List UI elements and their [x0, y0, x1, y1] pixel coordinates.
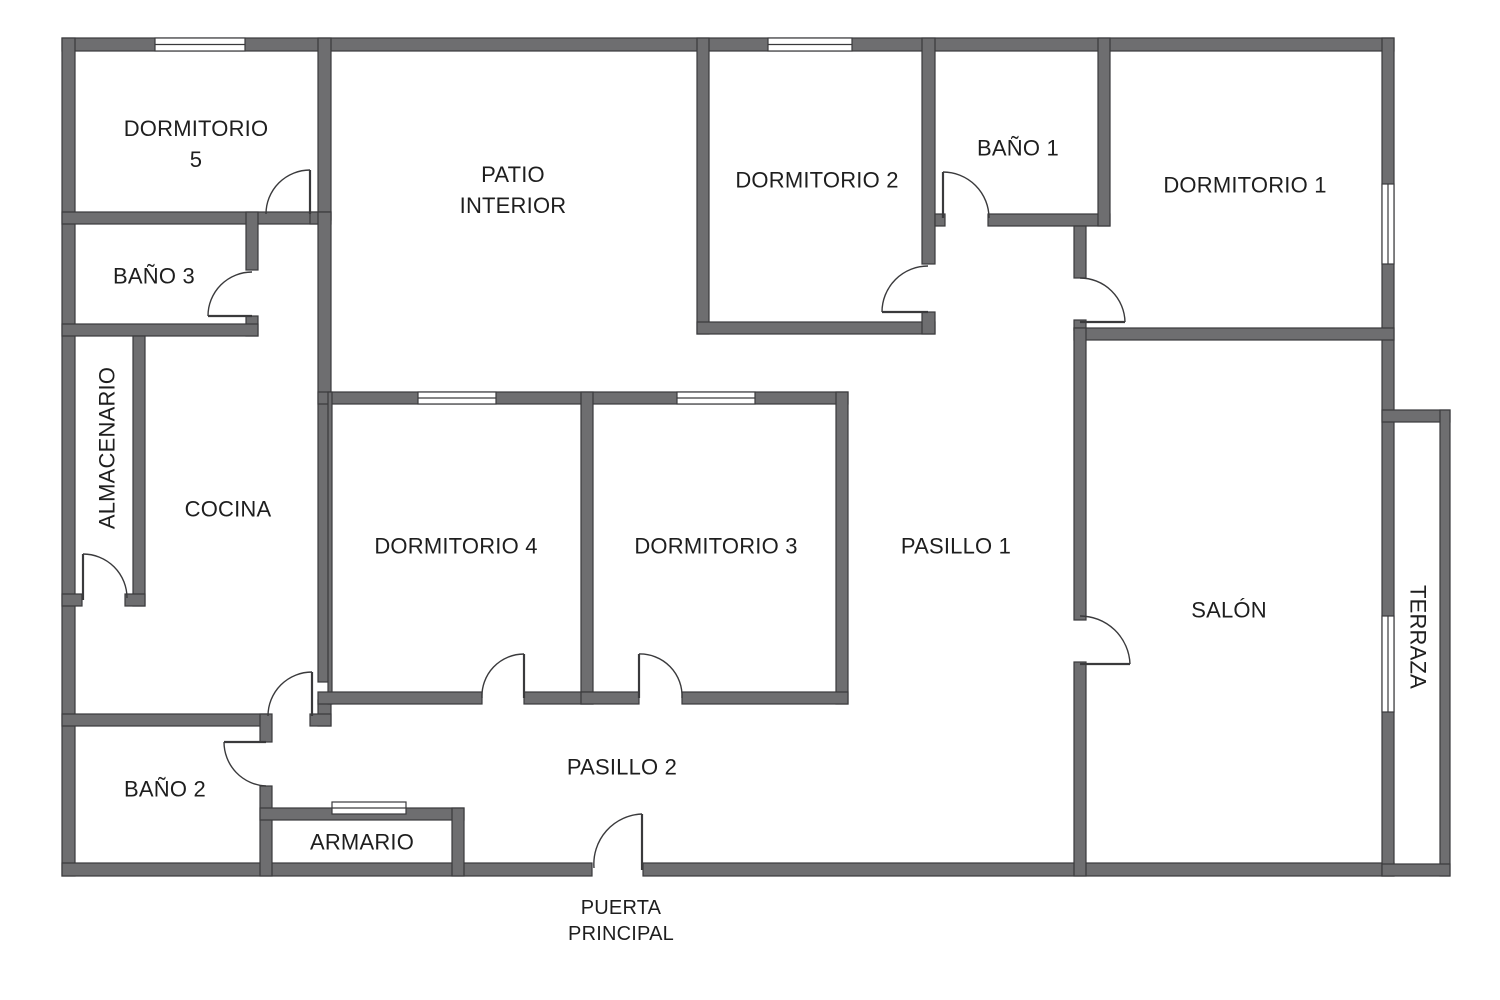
label-bano-1: BAÑO 1 — [977, 135, 1059, 161]
wall-armario-right — [451, 807, 465, 877]
door-main — [593, 813, 644, 870]
label-dormitorio-5: DORMITORIO 5 — [124, 113, 269, 175]
wall-almacenario-bottom-left — [61, 593, 83, 607]
wall-almacenario-bottom-stub — [124, 593, 146, 607]
label-pasillo-2: PASILLO 2 — [566, 754, 678, 780]
terraza-wall-right — [1439, 409, 1451, 877]
door-dorm4 — [481, 653, 526, 699]
wall-dorm2-right-bottom — [921, 311, 936, 335]
wall-salon-left-top — [1073, 327, 1087, 621]
label-dormitorio-5-line1: DORMITORIO — [123, 116, 269, 141]
wall-dorm3-right — [835, 391, 849, 705]
wall-almacenario-right — [132, 335, 146, 607]
label-terraza: TERRAZA — [1405, 584, 1431, 690]
door-dorm5 — [265, 169, 312, 215]
wall-bano1-left-stub — [934, 213, 946, 227]
wall-cocina-stub — [309, 713, 332, 727]
label-patio-line1: PATIO — [481, 162, 545, 187]
label-armario: ARMARIO — [309, 829, 415, 855]
doors — [81, 169, 1131, 870]
wall-dorm2-left — [696, 37, 710, 335]
wall-dorm3-bottom-left — [580, 691, 640, 705]
window-dorm1 — [1381, 183, 1395, 265]
terraza-wall-bottom — [1381, 863, 1451, 877]
wall-bano1-right — [1097, 37, 1111, 227]
door-dorm3 — [637, 653, 683, 699]
wall-bano3-bottom — [61, 323, 259, 337]
door-almacenario — [81, 553, 128, 600]
label-bano-3: BAÑO 3 — [113, 263, 195, 289]
door-salon — [1079, 615, 1131, 666]
outer-wall-bottom-right — [642, 862, 1395, 877]
window-dorm4 — [417, 391, 497, 405]
door-dorm1 — [1079, 277, 1126, 324]
label-salon: SALÓN — [1191, 597, 1267, 623]
wall-dorm1-left — [1073, 225, 1087, 279]
label-puerta-line2: PRINCIPAL — [568, 923, 674, 945]
window-dorm3 — [676, 391, 756, 405]
label-cocina: COCINA — [184, 496, 272, 522]
wall-bano1-bottom — [987, 213, 1111, 227]
label-almacenario: ALMACENARIO — [94, 366, 120, 530]
label-puerta-principal: PUERTA PRINCIPAL — [568, 895, 674, 947]
label-dormitorio-3: DORMITORIO 3 — [634, 533, 798, 559]
door-bano3 — [207, 271, 253, 318]
label-dormitorio-2: DORMITORIO 2 — [735, 167, 899, 193]
outer-wall-right — [1381, 37, 1395, 877]
wall-salon-left-bottom — [1073, 661, 1087, 877]
outer-wall-top — [61, 37, 1395, 52]
label-dormitorio-4: DORMITORIO 4 — [374, 533, 538, 559]
windows — [154, 37, 1395, 815]
wall-dorm4-left — [327, 391, 333, 705]
window-salon — [1381, 615, 1395, 713]
door-cocina — [267, 671, 314, 717]
wall-dorm2-right-top — [921, 37, 936, 265]
label-patio-interior: PATIO INTERIOR — [460, 159, 567, 221]
label-dormitorio-5-line2: 5 — [189, 147, 203, 172]
outer-wall-left — [61, 37, 76, 877]
outer-wall-bottom-left — [61, 862, 593, 877]
door-bano2 — [223, 740, 267, 787]
window-dorm5 — [154, 37, 246, 52]
label-bano-2: BAÑO 2 — [124, 776, 206, 802]
label-patio-line2: INTERIOR — [459, 193, 567, 218]
wall-bano2-right-top — [259, 713, 273, 743]
wall-cocina-bottom — [61, 713, 269, 727]
wall-bano2-right-bottom — [259, 785, 273, 877]
window-dorm2 — [767, 37, 853, 52]
wall-dorm5-right-top — [317, 37, 332, 221]
door-bano1 — [941, 171, 990, 219]
label-puerta-line1: PUERTA — [580, 897, 662, 919]
window-armario — [331, 801, 407, 815]
wall-dorm2-bottom — [696, 321, 936, 335]
wall-dorm4-bottom-left — [317, 691, 483, 705]
label-dormitorio-1: DORMITORIO 1 — [1163, 172, 1327, 198]
label-pasillo-1: PASILLO 1 — [900, 533, 1012, 559]
wall-dorm3-bottom-right — [681, 691, 849, 705]
wall-dorm1-bottom — [1073, 327, 1395, 341]
wall-dorm34-divider — [580, 391, 594, 705]
door-dorm2 — [881, 265, 929, 314]
wall-bano3-right-top — [245, 211, 259, 271]
wall-dorm5-bottom — [61, 211, 321, 225]
